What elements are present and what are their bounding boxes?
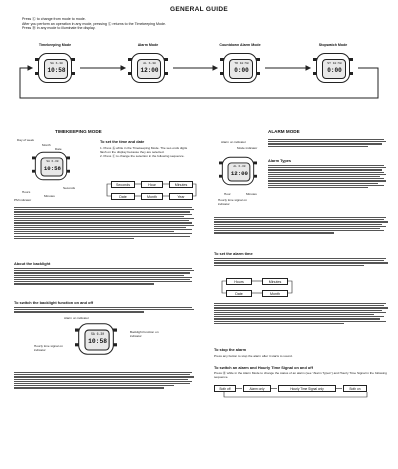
intro-item: After you perform an operation in any mo… [22,21,167,26]
watch-stopwatch: ST 10:58 0:00 [310,50,356,86]
watch-countdown: TR 10:58 0:00 [217,50,263,86]
backlight-diagram-watch: SA 6-30 10:58 [72,320,120,358]
watch-row1: AL 6-30 [233,165,246,169]
label-minutes: Minutes [44,194,55,198]
label-alarm-hourly: Hourly time signal on indicator [218,198,247,207]
alarm-monthly-text [214,216,388,235]
seq-seconds: Seconds [111,181,135,188]
watch-row2: 10:58 [88,337,108,346]
label-backlight-on: Backlight function on indicator [130,330,159,339]
backlight-toggle-text [14,306,196,314]
backlight-title: About the backlight [14,261,51,266]
label-date: Date [55,147,62,151]
switch-seq-hourly-only: Hourly Time Signal only [278,385,336,392]
alarm-seq-date: Date [226,290,252,297]
label-pm-indicator: PM indicator [14,198,32,202]
label-alarm-on: Alarm on indicator [64,316,89,320]
page-title: GENERAL GUIDE [170,6,228,13]
set-time-step: 1. Press Ⓐ while in the Timekeeping Mode… [100,146,188,155]
watch-row1: ST 10:58 [327,62,342,65]
alarm-switch-title: To switch an alarm and Hourly Time Signa… [214,365,313,370]
watch-row1: TR 10:58 [234,62,249,65]
label-mode-indicator: Mode indicator [237,146,258,150]
timekeeping-diagram-watch: SA 6-30 10:58 [29,149,73,183]
switch-seq-both-on: Both on [343,385,367,392]
backlight-notes-text [14,371,196,390]
watch-row2: 0:00 [234,67,249,74]
label-hour: Hour [224,192,231,196]
intro-item: Press Ⓒ to change from mode to mode. [22,17,86,21]
seq-month: Month [141,193,163,200]
mode-label-countdown: Countdown Alarm Mode [219,43,261,47]
label-alarm-on-indicator: Alarm on indicator [221,140,246,144]
watch-row1: SA 6-30 [90,332,105,336]
watch-row1: SA 6-30 [46,160,59,164]
seq-minutes: Minutes [169,181,193,188]
intro-item: Press Ⓑ in any mode to illuminate the di… [22,26,96,31]
timekeeping-title: TIMEKEEPING MODE [55,129,102,134]
label-hours: Hours [22,190,31,194]
seq-hour: Hour [141,181,163,188]
set-time-step: 2. Press Ⓒ to change the selection in th… [100,154,185,159]
seq-year: Year [169,193,193,200]
watch-row2: 10:58 [47,67,66,74]
switch-seq-arrows [223,388,368,398]
label-alarm-minutes: Minutes [246,192,257,196]
alarm-title: ALARM MODE [268,129,300,134]
watch-row1: SA 6-30 [50,62,63,65]
alarm-seq-arrows [221,280,293,294]
label-month: Month [42,143,51,147]
mode-cycle-arrows [19,65,379,99]
mode-label-stopwatch: Stopwatch Mode [318,43,348,47]
backlight-toggle-title: To switch the backlight function on and … [14,300,94,305]
switch-seq-both-off: Both off [214,385,236,392]
alarm-stop-title: To stop the alarm [214,347,247,352]
intro-list: Press Ⓒ to change from mode to mode. Aft… [22,17,312,31]
set-time-steps: 1. Press Ⓐ while in the Timekeeping Mode… [100,146,192,159]
watch-row2: 10:58 [43,165,61,172]
watch-timekeeping: SA 6-30 10:58 [32,50,78,86]
watch-row2: 12:00 [230,170,248,177]
alarm-diagram-watch: AL 6-30 12:00 [216,154,260,188]
watch-row2: 0:00 [327,67,342,74]
alarm-set-title: To set the alarm time [214,251,253,256]
alarm-seq-minutes: Minutes [262,278,288,285]
alarm-intro-text [268,138,386,148]
watch-alarm: AL 6-30 12:00 [125,50,171,86]
switch-seq-alarm-only: Alarm only [243,385,271,392]
seq-date: Date [111,193,135,200]
seq-arrows [106,183,197,197]
mode-label-timekeeping: Timekeeping Mode [38,43,72,47]
watch-row2: 12:00 [140,67,159,74]
backlight-body-text [14,267,196,286]
mode-label-alarm: Alarm Mode [137,43,159,47]
label-day-of-week: Day of week [17,138,35,142]
alarm-switch-text: Press Ⓓ while in the Alarm Mode to chang… [214,371,387,380]
timekeeping-body-text [14,206,196,240]
alarm-set-text [214,257,388,267]
alarm-types-title: Alarm Types [268,158,292,163]
alarm-types-text [268,164,386,189]
alarm-seq-hours: Hours [226,278,252,285]
alarm-set-notes [214,302,388,325]
watch-row1: AL 6-30 [143,62,156,65]
set-time-title: To set the time and date [100,139,145,144]
label-seconds: Seconds [63,186,76,190]
label-hourly-signal: Hourly time signal on indicator [34,344,63,353]
alarm-stop-text: Press any button to stop the alarm after… [214,354,293,358]
alarm-seq-month: Month [262,290,288,297]
